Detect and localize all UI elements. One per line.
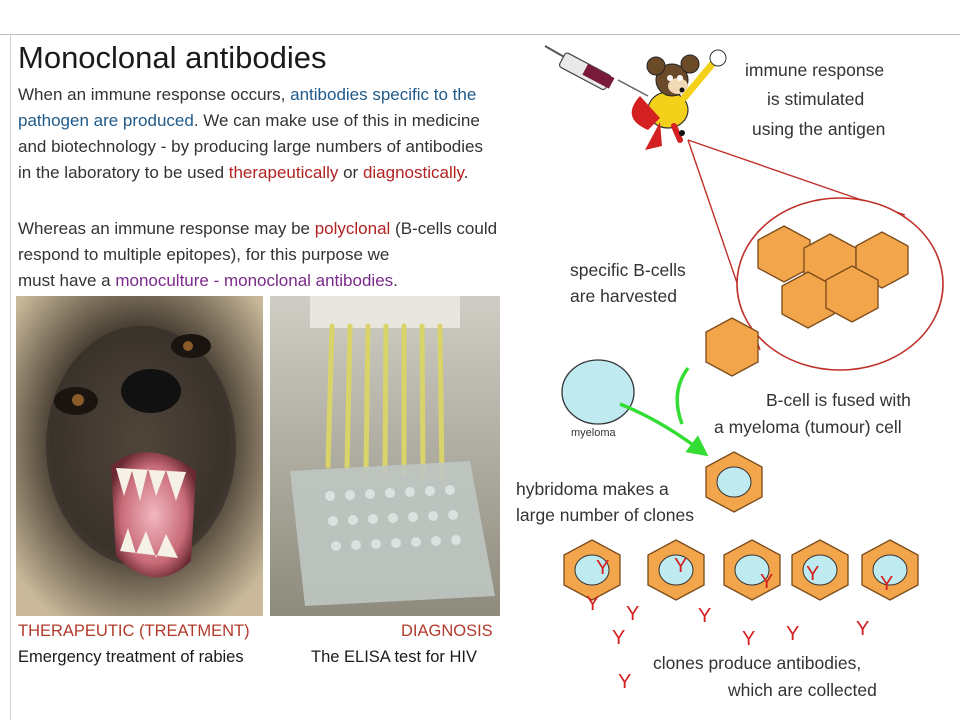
label-stimulated: is stimulated [767,89,865,109]
caption-therapeutic-desc: Emergency treatment of rabies [18,648,244,666]
antibody-icon: Y [742,628,755,650]
clone-cell [791,539,849,601]
label-using-antigen: using the antigen [752,119,886,139]
label-clones-produce: clones produce antibodies, [653,653,862,673]
caption-diagnosis-desc: The ELISA test for HIV [311,648,477,666]
syringe-icon [544,45,649,97]
clone-cell [723,539,781,601]
antibody-icon: Y [856,618,869,640]
antibody-icon: Y [586,593,599,615]
label-fused: B-cell is fused with [766,390,911,410]
antibody-icon: Y [760,571,773,593]
clone-cell [647,539,705,601]
bcell-hexagon [757,225,811,283]
mouse-hero-icon [631,49,727,150]
label-collected: which are collected [728,680,877,700]
label-myeloma-cell: a myeloma (tumour) cell [714,417,902,437]
fusion-arrow [675,366,690,425]
harvested-bcell [705,317,759,377]
antibody-icon: Y [880,573,893,595]
hybridoma-cell [705,451,763,513]
label-immune-response: immune response [745,60,885,80]
antibody-icon: Y [786,623,799,645]
fusion-arrow-lower [619,402,709,457]
intro-paragraph: When an immune response occurs, antibodi… [18,85,483,182]
antibody-icon: Y [612,627,625,649]
antibody-icon: Y [626,603,639,625]
antibody-icon: Y [674,555,687,577]
left-divider [10,34,11,720]
polyclonal-paragraph: Whereas an immune response may be polycl… [18,219,498,290]
elisa-plate-photo [270,296,500,616]
label-clones-number: large number of clones [516,505,695,525]
antibody-icon: Y [596,557,609,579]
clone-row [563,539,919,601]
antibody-icon: Y [618,671,631,693]
clone-cell [861,539,919,601]
clone-cell [563,539,621,601]
antibody-icon: Y [698,605,711,627]
label-hybridoma: hybridoma makes a [516,479,669,499]
label-myeloma: myeloma [571,427,616,439]
caption-diagnosis: DIAGNOSIS [401,622,493,640]
rabid-animal-photo [16,296,263,616]
slide-title: Monoclonal antibodies [18,40,327,75]
antibodies: Y Y Y Y Y Y Y Y Y Y Y Y Y [586,555,893,693]
label-harvested: are harvested [570,286,678,306]
bcell-hexagon [855,231,909,289]
antibody-icon: Y [806,563,819,585]
bcell-hexagon [825,265,879,323]
myeloma-cell [561,359,635,425]
caption-therapeutic: THERAPEUTIC (TREATMENT) [18,622,250,640]
bcell-cluster [757,225,909,329]
label-specific-bcells: specific B-cells [570,260,686,280]
top-bar [0,0,960,35]
